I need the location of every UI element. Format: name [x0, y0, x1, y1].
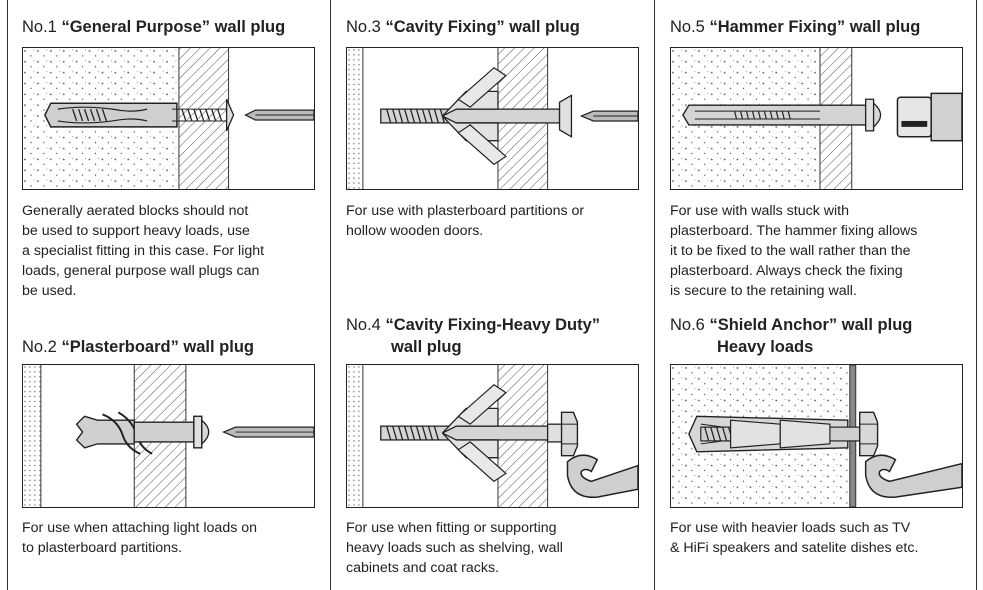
section-4-title: No.4 “Cavity Fixing-Heavy Duty”: [346, 316, 601, 334]
section-6-description: For use with heavier loads such as TV & …: [670, 520, 919, 556]
left-border: [7, 0, 8, 590]
section-5-title: No.5 “Hammer Fixing” wall plug: [670, 18, 921, 36]
section-1-description: Generally aerated blocks should not be u…: [22, 203, 265, 299]
section-4-diagram: [346, 364, 639, 508]
right-border: [976, 0, 977, 590]
section-3-description: For use with plasterboard partitions or …: [346, 203, 585, 239]
section-6-title-line2: Heavy loads: [717, 338, 814, 356]
section-5-diagram: [670, 47, 963, 190]
section-5-description: For use with walls stuck with plasterboa…: [670, 203, 918, 299]
section-1-diagram: [22, 47, 315, 190]
section-4-title-line2: wall plug: [391, 338, 462, 356]
column-divider-1: [330, 0, 331, 590]
section-3-title: No.3 “Cavity Fixing” wall plug: [346, 18, 580, 36]
section-2-diagram: [22, 364, 315, 508]
section-3-diagram: [346, 47, 639, 190]
column-divider-2: [654, 0, 655, 590]
section-6-diagram: [670, 364, 963, 508]
section-2-description: For use when attaching light loads on to…: [22, 520, 258, 556]
section-1-title: No.1 “General Purpose” wall plug: [22, 18, 286, 36]
section-2-title: No.2 “Plasterboard” wall plug: [22, 338, 254, 356]
section-4-description: For use when fitting or supporting heavy…: [346, 520, 563, 576]
section-6-title: No.6 “Shield Anchor” wall plug: [670, 316, 913, 334]
